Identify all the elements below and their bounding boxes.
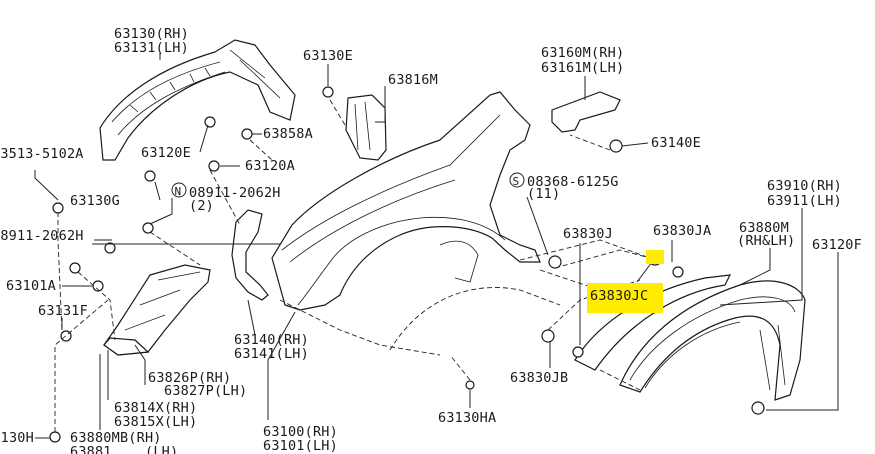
label-left-cut-1: ( <box>0 160 2 176</box>
splash-guard-part <box>345 94 387 161</box>
part-labels: 63130(RH) 63131(LH) 63130E 63816M 63160M… <box>0 26 862 454</box>
label-63880mb-rh[interactable]: 63880MB(RH) <box>70 430 162 446</box>
label-08368-qty: (11) <box>527 186 560 202</box>
svg-text:S: S <box>513 175 520 188</box>
label-63816m[interactable]: 63816M <box>388 72 438 88</box>
label-63100-rh[interactable]: 63100(RH) <box>263 424 338 440</box>
label-08911-2062h-left[interactable]: 08911-2062H <box>0 228 84 244</box>
label-63130-rh[interactable]: 63130(RH) <box>114 26 189 42</box>
label-63141-lh[interactable]: 63141(LH) <box>234 346 309 362</box>
label-63815x-lh[interactable]: 63815X(LH) <box>114 414 197 430</box>
label-63910-rh[interactable]: 63910(RH) <box>767 178 842 194</box>
label-63911-lh[interactable]: 63911(LH) <box>767 193 842 209</box>
label-63880m[interactable]: 63880M <box>739 220 789 236</box>
front-fender-part <box>271 91 541 311</box>
label-63131-lh[interactable]: 63131(LH) <box>114 40 189 56</box>
wheel-arch-strip-part <box>574 274 732 371</box>
label-63140-rh[interactable]: 63140(RH) <box>234 332 309 348</box>
circled-s-marker: S <box>509 172 525 188</box>
label-63161m-lh[interactable]: 63161M(LH) <box>541 60 624 76</box>
leader-lines <box>34 53 839 439</box>
label-ticks <box>62 239 112 287</box>
highlight-part-marker <box>646 250 664 264</box>
upper-bracket-part <box>551 91 621 133</box>
label-63120f[interactable]: 63120F <box>812 237 862 253</box>
label-63130e[interactable]: 63130E <box>303 48 353 64</box>
label-63130h[interactable]: 63130H <box>0 430 34 446</box>
fender-liner-part <box>99 39 296 161</box>
assembly-dashed-lines <box>54 99 651 432</box>
label-63160m-rh[interactable]: 63160M(RH) <box>541 45 624 61</box>
label-63830jb[interactable]: 63830JB <box>510 370 568 386</box>
label-08368-6125g[interactable]: 08368-6125G <box>527 174 619 190</box>
label-63858a[interactable]: 63858A <box>263 126 313 142</box>
label-63130ha[interactable]: 63130HA <box>438 410 496 426</box>
label-63830jc[interactable]: 63830JC <box>590 288 648 304</box>
label-left-cut-2: ( <box>0 242 2 258</box>
label-63131f[interactable]: 63131F <box>38 303 88 319</box>
highlight-marker <box>587 283 663 313</box>
label-63101a[interactable]: 63101A <box>6 278 56 294</box>
label-63513-5102a[interactable]: 63513-5102A <box>0 146 84 162</box>
label-63881-lh-trunc: (LH) <box>145 444 178 454</box>
mud-guard-part <box>103 264 211 356</box>
label-63101-lh[interactable]: 63101(LH) <box>263 438 338 454</box>
fender-bracket-part <box>231 209 269 301</box>
label-63830j[interactable]: 63830J <box>563 226 613 242</box>
label-63120a[interactable]: 63120A <box>245 158 295 174</box>
svg-text:N: N <box>175 185 182 198</box>
label-63814x-rh[interactable]: 63814X(RH) <box>114 400 197 416</box>
label-08911-qty: (2) <box>189 198 214 214</box>
label-63827p-lh[interactable]: 63827P(LH) <box>164 383 247 399</box>
label-63881[interactable]: 63881 <box>70 444 112 454</box>
label-63140e[interactable]: 63140E <box>651 135 701 151</box>
label-63880m-side: (RH&LH) <box>737 233 795 249</box>
circled-n-marker: N <box>171 182 187 198</box>
label-08911-2062h-top[interactable]: 08911-2062H <box>189 185 281 201</box>
label-63826p-rh[interactable]: 63826P(RH) <box>148 370 231 386</box>
label-63120e[interactable]: 63120E <box>141 145 191 161</box>
label-63130g[interactable]: 63130G <box>70 193 120 209</box>
label-63830ja[interactable]: 63830JA <box>653 223 711 239</box>
